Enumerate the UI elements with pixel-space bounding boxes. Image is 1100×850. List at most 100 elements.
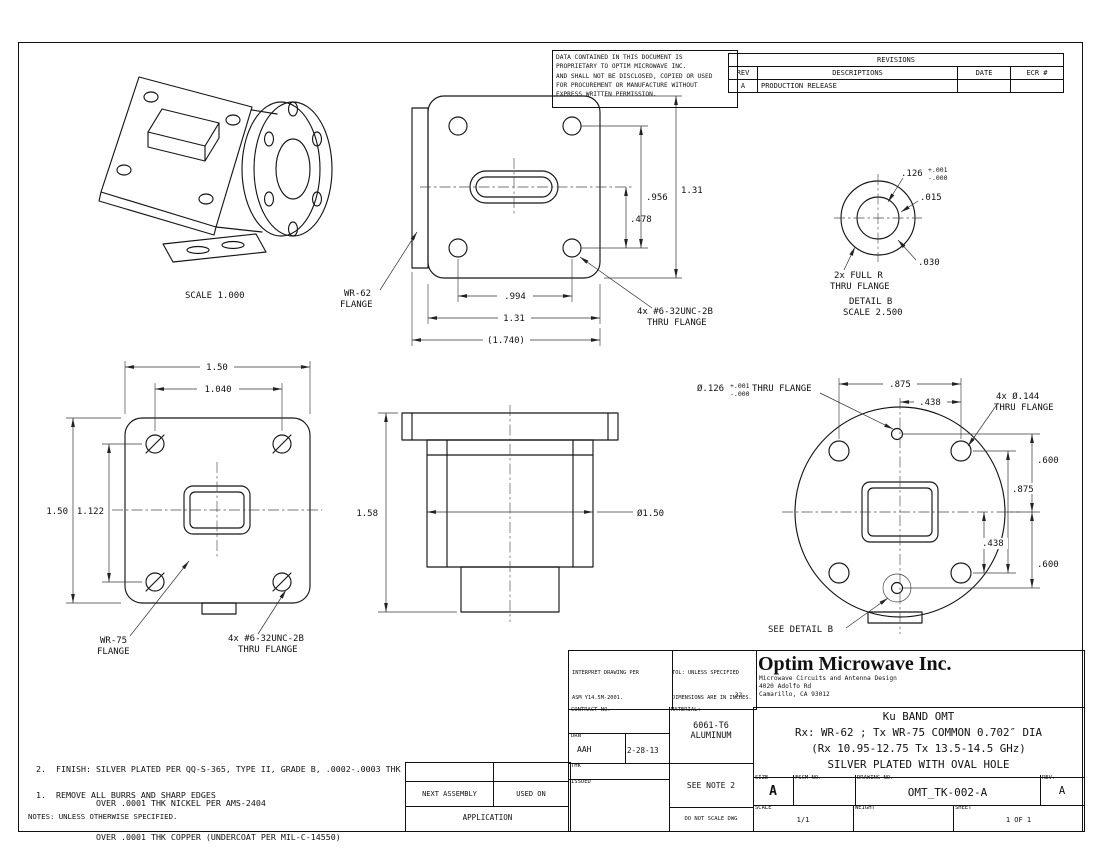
surface-finish-value: 32 (734, 692, 743, 699)
application-empty-cell (493, 763, 569, 782)
round-thru-flange-label: THRU FLANGE (752, 384, 812, 394)
round-dim-438-top: .438 (919, 398, 941, 408)
note-2: 2. FINISH: SILVER PLATED PER QQ-S-365, T… (36, 742, 401, 850)
rev-label: REV. (1042, 775, 1056, 781)
weight-cell: WEIGHT (853, 805, 954, 831)
detailb-scale: SCALE 2.500 (843, 308, 903, 318)
next-assembly-cell: NEXT ASSEMBLY (406, 781, 494, 807)
round-centerlines (782, 398, 1020, 634)
detailb-dim-030: .030 (918, 258, 940, 268)
weight-label: WEIGHT (855, 805, 875, 811)
wr62-dim-1740: (1.740) (487, 336, 525, 346)
note-2-line-2: OVER .0001 THK NICKEL PER AMS-2404 (96, 797, 266, 808)
issued-label: ISSUED (571, 779, 591, 785)
proprietary-notice: DATA CONTAINED IN THIS DOCUMENT IS PROPR… (552, 50, 738, 108)
detailb-dim-015: .015 (920, 193, 942, 203)
detailb-title: DETAIL B (849, 297, 892, 307)
round-holes-label-2: THRU FLANGE (994, 403, 1054, 413)
application-cell: APPLICATION (406, 806, 569, 829)
wr75-flange-label-2: FLANGE (97, 647, 130, 657)
revision-date-value (958, 80, 1011, 92)
see-note-cell: SEE NOTE 2 (669, 763, 754, 808)
wr62-dim-994: .994 (504, 292, 526, 302)
company-cell: Optim Microwave Inc. Microwave Circuits … (753, 651, 1084, 708)
drawn-date-cell: 2-28-13 (625, 733, 670, 764)
wr75-dim-1040: 1.040 (204, 385, 231, 395)
wr75-centerlines (112, 462, 322, 558)
rev-value: A (1058, 785, 1066, 797)
surface-finish-symbol: 32 √ (724, 681, 753, 709)
thk-label: THK (571, 763, 581, 769)
scale-cell: SCALE 1/1 (753, 805, 854, 831)
detail-b-centerlines (834, 174, 922, 262)
sheet-cell: SHEET 1 OF 1 (953, 805, 1084, 831)
company-logo: Optim Microwave Inc. (758, 653, 952, 675)
interpret-drawing-cell: INTERPRET DRAWING PER ASM Y14.5M-2001. D… (569, 651, 673, 710)
revision-ecr-value (1011, 80, 1063, 92)
material-cell: MATERIAL: 6061-T6 ALUMINUM (669, 707, 754, 764)
material-value-2: ALUMINUM (690, 731, 732, 741)
proprietary-line: FOR PROCUREMENT OR MANUFACTURE WITHOUT (556, 81, 698, 89)
wr62-flange-label: WR-62 (344, 289, 371, 299)
drawing-no-label: DRAWING NO. (857, 775, 894, 781)
application-empty-cell (406, 763, 494, 782)
interpret-line: INTERPRET DRAWING PER (572, 670, 639, 677)
see-detail-b-label: SEE DETAIL B (768, 625, 833, 635)
detailb-fullr-label: 2x FULL R (834, 271, 883, 281)
issued-cell: ISSUED (569, 779, 670, 831)
drawn-date-value: 2-28-13 (627, 746, 659, 755)
wr62-centerlines (420, 158, 632, 216)
wr75-dimensions: 1.50 1.040 1.50 1.122 WR-75 FLANGE 4x #6… (46, 361, 311, 657)
revisions-col-descriptions: DESCRIPTIONS (758, 67, 958, 79)
side-dim-158: 1.58 (356, 509, 378, 519)
used-on-cell: USED ON (493, 781, 569, 807)
do-not-scale-cell: DO NOT SCALE DWG (669, 807, 754, 831)
contract-no-label: CONTRACT NO. (571, 707, 611, 713)
contract-no-cell: CONTRACT NO. (569, 707, 670, 734)
round-holes-label: 4x Ø.144 (996, 391, 1039, 402)
detailb-dim-126: .126 (901, 169, 923, 179)
notes-header: NOTES: UNLESS OTHERWISE SPECIFIED. (28, 812, 178, 821)
revision-rev-value: A (729, 80, 758, 92)
company-address-2: Camarillo, CA 93012 (759, 691, 830, 699)
round-dim-438-right: .438 (982, 539, 1004, 549)
material-value-1: 6061-T6 (693, 721, 729, 731)
thk-cell: THK (569, 763, 670, 780)
wr62-screw-label-2: THRU FLANGE (647, 318, 707, 328)
proprietary-line: AND SHALL NOT BE DISCLOSED, COPIED OR US… (556, 72, 713, 80)
drawing-title-line-4: SILVER PLATED WITH OVAL HOLE (827, 758, 1010, 771)
proprietary-line: DATA CONTAINED IN THIS DOCUMENT IS (556, 54, 683, 61)
sheet-value: 1 OF 1 (1005, 816, 1032, 824)
drawn-by-value: AAH (577, 745, 592, 754)
material-label: MATERIAL: (671, 707, 701, 713)
round-tol-plus: +.001 (730, 382, 750, 390)
view-wr75 (124, 417, 311, 615)
application-label: APPLICATION (462, 813, 513, 822)
side-dimensions: 1.58 Ø1.50 (356, 412, 664, 613)
size-value: A (769, 784, 777, 799)
revisions-title: REVISIONS (877, 56, 915, 64)
drawing-title-cell: Ku BAND OMT Rx: WR-62 ; Tx WR-75 COMMON … (753, 707, 1084, 778)
round-dia126-label: Ø.126 (697, 383, 724, 394)
wr62-screw-label: 4x #6-32UNC-2B (637, 307, 713, 317)
company-tagline: Microwave Circuits and Antenna Design (759, 675, 897, 682)
view-isometric (98, 76, 333, 263)
rev-cell: REV. A (1040, 775, 1084, 806)
revisions-data-row: A PRODUCTION RELEASE (729, 79, 1063, 92)
drawing-title-line-3: (Rx 10.95-12.75 Tx 13.5-14.5 GHz) (811, 742, 1026, 755)
revisions-col-rev: REV (729, 67, 758, 79)
tolerance-cell: TOL: UNLESS SPECIFIED DIMENSIONS ARE IN … (669, 651, 757, 710)
proprietary-line: EXPRESS WRITTEN PERMISSION. (556, 91, 657, 99)
interpret-line: ASM Y14.5M-2001. (572, 695, 624, 702)
size-cell: SIZE A (753, 775, 794, 806)
note-1: 1. REMOVE ALL BURRS AND SHARP EDGES (36, 790, 216, 800)
wr62-dim-956: .956 (646, 193, 668, 203)
tolerance-line: DIMENSIONS ARE IN INCHES. (672, 695, 752, 702)
round-dim-600-lower: .600 (1037, 560, 1059, 570)
round-dim-875-top: .875 (889, 380, 911, 390)
round-dim-875-right: .875 (1012, 485, 1034, 495)
round-dim-600-upper: .600 (1037, 456, 1059, 466)
scale-value: 1/1 (796, 816, 810, 824)
revision-description-value: PRODUCTION RELEASE (758, 80, 958, 92)
